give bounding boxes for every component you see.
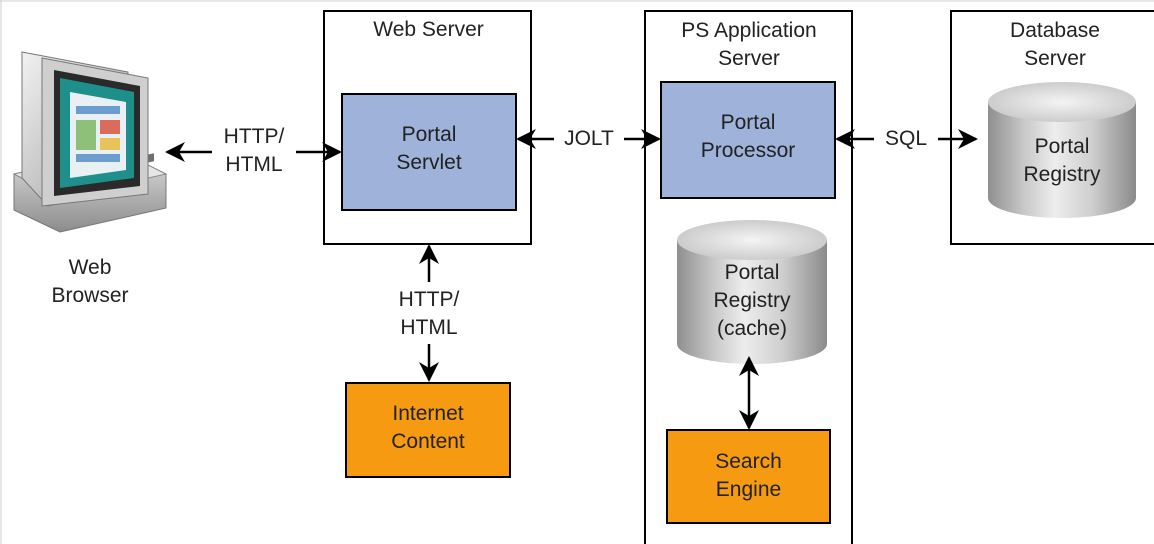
portal-servlet-label: Portal Servlet <box>396 123 462 174</box>
portal-registry-cylinder <box>988 82 1136 218</box>
db-server-box <box>950 10 1154 245</box>
web-server-title: Web Server <box>373 18 484 41</box>
web-browser-label: Web Browser <box>51 256 129 307</box>
search-engine-label: Search Engine <box>715 450 782 501</box>
browser-http-label: HTTP/ HTML <box>223 125 285 176</box>
app-server-box <box>644 10 853 544</box>
computer-icon <box>12 51 168 233</box>
portal-processor-label: Portal Processor <box>700 111 796 162</box>
sql-label: SQL <box>874 125 938 153</box>
portal-registry-cache-label: Portal Registry (cache) <box>713 261 791 340</box>
jolt-label: JOLT <box>554 125 624 153</box>
db-server-title: Database Server <box>1010 19 1100 70</box>
portal-servlet-box <box>341 93 517 211</box>
app-server-title: PS Application Server <box>681 19 817 70</box>
internet-content-label: Internet Content <box>391 402 465 453</box>
internet-content-box <box>345 382 511 478</box>
search-engine-box <box>666 429 831 524</box>
portal-processor-box <box>660 81 836 199</box>
internet-http-label: HTTP/ HTML <box>398 288 460 339</box>
portal-registry-label: Portal Registry <box>1023 135 1101 186</box>
portal-registry-cache-cylinder <box>677 220 827 364</box>
